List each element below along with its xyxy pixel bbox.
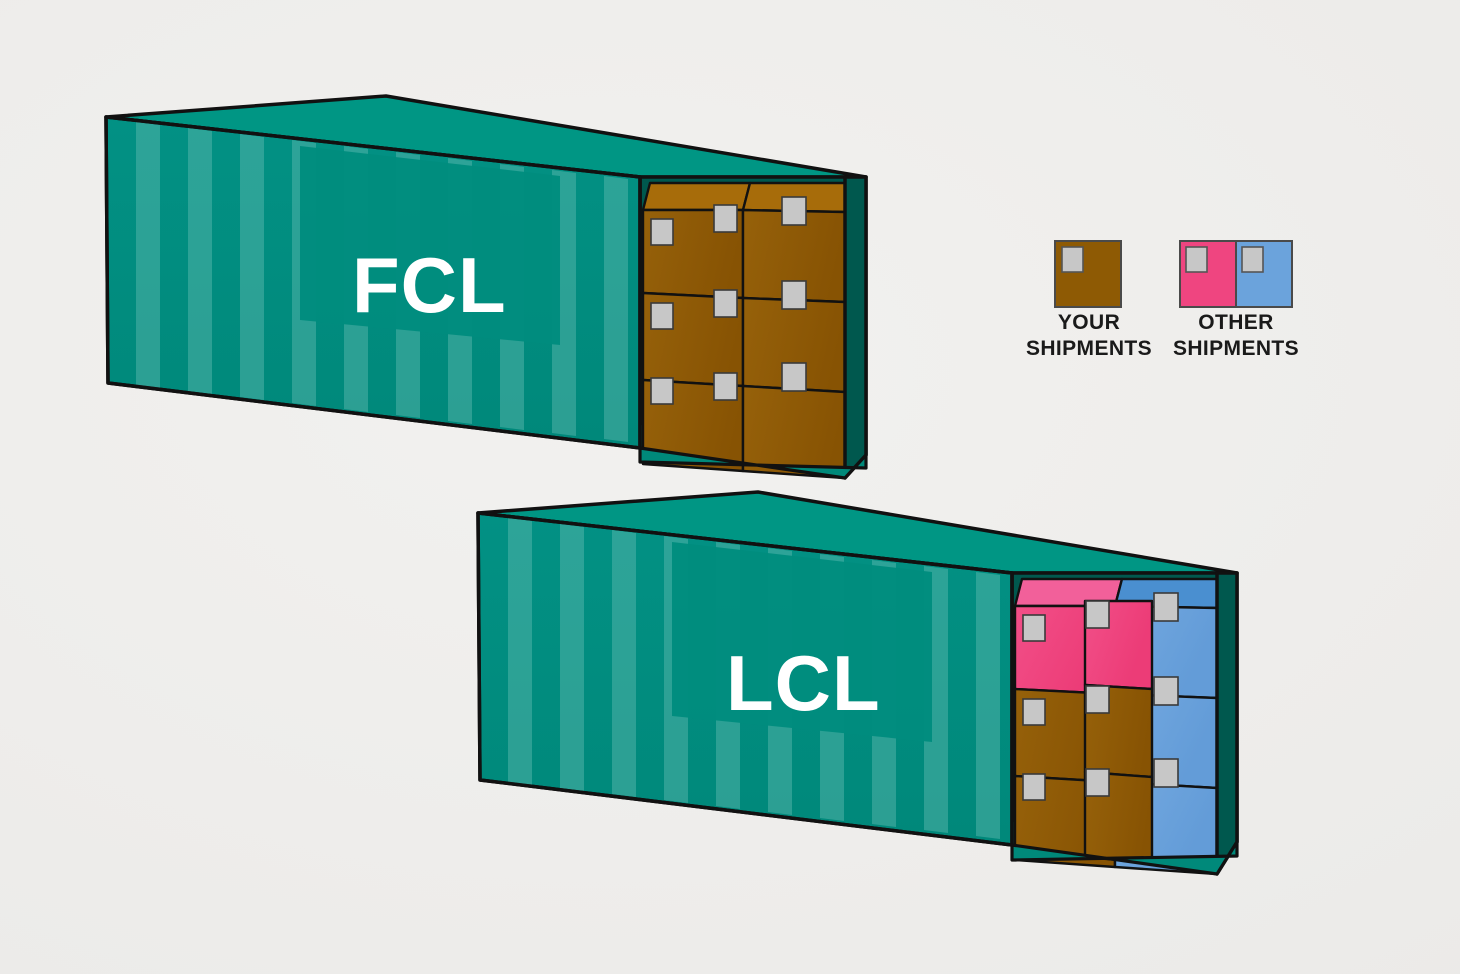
legend-item-other-shipments: OTHER SHIPMENTS xyxy=(1173,240,1299,360)
fcl-box-label xyxy=(713,289,738,318)
lcl-box-label xyxy=(1085,768,1110,797)
fcl-box-label xyxy=(650,218,674,246)
lcl-right-post xyxy=(1215,571,1239,876)
fcl-label-text: FCL xyxy=(352,241,507,329)
fcl-right-post xyxy=(843,175,868,480)
fcl-box-label xyxy=(713,372,738,401)
legend-swatch-blue-label-icon xyxy=(1241,246,1264,273)
lcl-box-label xyxy=(1153,676,1179,706)
legend-item-your-shipments: YOUR SHIPMENTS xyxy=(1026,240,1152,360)
lcl-box-label xyxy=(1085,685,1110,714)
legend-swatch-brown-label-icon xyxy=(1061,246,1084,273)
lcl-box-label xyxy=(1153,758,1179,788)
legend-your-line2: SHIPMENTS xyxy=(1026,337,1152,360)
fcl-box-label xyxy=(650,302,674,330)
fcl-box-label xyxy=(781,196,807,226)
lcl-box-label xyxy=(1022,773,1046,801)
fcl-box-label xyxy=(781,362,807,392)
fcl-bottom-sill xyxy=(638,446,868,480)
lcl-box-label xyxy=(1153,592,1179,622)
lcl-bottom-sill xyxy=(1010,840,1239,876)
lcl-box-label xyxy=(1085,600,1110,629)
container-lcl: LCL xyxy=(476,490,1239,876)
legend-other-line1: OTHER xyxy=(1198,311,1274,334)
lcl-cargo-stack xyxy=(1013,577,1226,876)
container-fcl: FCL xyxy=(104,94,868,480)
lcl-box-label xyxy=(1022,614,1046,642)
legend-your-line1: YOUR xyxy=(1058,311,1120,334)
fcl-cargo-stack xyxy=(641,181,854,480)
lcl-box-label xyxy=(1022,698,1046,726)
legend-swatch-pink-label-icon xyxy=(1185,246,1208,273)
legend-other-line2: SHIPMENTS xyxy=(1173,337,1299,360)
fcl-box-label xyxy=(650,377,674,405)
fcl-label-band xyxy=(300,146,560,345)
fcl-box-label xyxy=(713,204,738,233)
lcl-label-band xyxy=(672,542,932,742)
legend: YOUR SHIPMENTS OTHER SHIPMENTS xyxy=(1026,240,1299,360)
lcl-label-text: LCL xyxy=(726,639,881,727)
fcl-box-label xyxy=(781,280,807,310)
